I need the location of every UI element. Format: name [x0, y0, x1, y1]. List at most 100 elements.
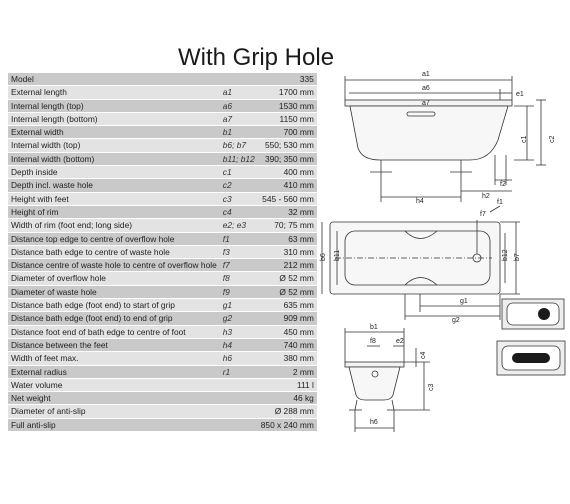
spec-row: Distance centre of waste hole to centre …: [8, 258, 317, 273]
spec-label: Distance bath edge to centre of waste ho…: [8, 245, 220, 260]
label-b1: b1: [370, 324, 378, 331]
spec-label: Height with feet: [8, 192, 220, 206]
spec-value: 111 l: [257, 378, 317, 393]
spec-label: Internal length (bottom): [8, 112, 220, 127]
spec-label: Distance bath edge (foot end) to start o…: [8, 298, 220, 313]
spec-label: External width: [8, 125, 220, 140]
spec-symbol: g1: [219, 298, 258, 313]
spec-label: Model: [8, 73, 220, 87]
label-b12: b12: [502, 249, 509, 261]
label-a1: a1: [422, 71, 430, 78]
spec-value: 310 mm: [257, 245, 317, 260]
end-section-drawing: [344, 328, 430, 432]
spec-row: Width of rim (foot end; long side)e2; e3…: [8, 218, 317, 233]
label-c4: c4: [420, 352, 427, 360]
spec-value: 46 kg: [257, 391, 317, 406]
spec-value: Ø 52 mm: [257, 271, 317, 286]
spec-value: 400 mm: [257, 165, 317, 180]
spec-value: Ø 52 mm: [257, 285, 317, 300]
spec-row: Distance bath edge (foot end) to start o…: [8, 298, 317, 313]
spec-label: Full anti-slip: [8, 418, 220, 433]
spec-value: 450 mm: [257, 325, 317, 339]
spec-value: 63 mm: [257, 232, 317, 246]
spec-value: 335: [257, 73, 317, 87]
spec-value: 410 mm: [257, 178, 317, 193]
spec-value: 635 mm: [257, 298, 317, 313]
anti-slip-round-thumbnail: [501, 298, 565, 330]
spec-value: 32 mm: [257, 205, 317, 220]
spec-label: Diameter of overflow hole: [8, 271, 220, 286]
spec-symbol: g2: [219, 311, 258, 326]
label-a6: a6: [422, 85, 430, 92]
spec-symbol: [219, 404, 258, 419]
spec-label: Internal width (top): [8, 138, 220, 153]
spec-symbol: f8: [219, 271, 258, 286]
spec-symbol: c2: [219, 178, 258, 193]
spec-label: Depth inside: [8, 165, 220, 180]
spec-label: Distance foot end of bath edge to centre…: [8, 325, 220, 339]
spec-label: External radius: [8, 365, 220, 379]
spec-row: Distance top edge to centre of overflow …: [8, 232, 317, 246]
spec-value: 1700 mm: [257, 85, 317, 100]
spec-label: Width of rim (foot end; long side): [8, 218, 220, 233]
spec-label: Width of feet max.: [8, 351, 220, 366]
label-f8: f8: [370, 338, 376, 345]
spec-value: 390; 350 mm: [257, 152, 317, 167]
label-g2: g2: [452, 317, 460, 324]
plan-view-drawing: [321, 205, 520, 320]
label-h4: h4: [416, 198, 424, 205]
spec-value: 70; 75 mm: [257, 218, 317, 233]
label-h2: h2: [482, 193, 490, 200]
spec-label: Distance bath edge (foot end) to end of …: [8, 311, 220, 326]
spec-symbol: a7: [219, 112, 258, 127]
dimension-labels: a1 a6 e1 a7 c1 c2 f2 h2 h4 f1 f7 b6 b11 …: [320, 71, 556, 426]
spec-symbol: [219, 418, 258, 433]
spec-label: Distance between the feet: [8, 338, 220, 353]
label-c1: c1: [521, 136, 528, 144]
spec-symbol: f9: [219, 285, 258, 300]
spec-symbol: f1: [219, 232, 258, 246]
spec-value: 850 x 240 mm: [257, 418, 317, 433]
spec-value: 380 mm: [257, 351, 317, 366]
spec-symbol: b11; b12: [219, 152, 258, 167]
spec-row: Model 335: [8, 73, 317, 87]
label-c2: c2: [549, 136, 556, 144]
spec-value: 700 mm: [257, 125, 317, 140]
spec-value: Ø 288 mm: [257, 404, 317, 419]
spec-symbol: [219, 391, 258, 406]
spec-symbol: c1: [219, 165, 258, 180]
spec-value: 1530 mm: [257, 99, 317, 113]
label-f2: f2: [500, 181, 506, 188]
label-h6: h6: [370, 419, 378, 426]
label-g1: g1: [460, 298, 468, 305]
spec-label: Internal length (top): [8, 99, 220, 113]
spec-symbol: a6: [219, 99, 258, 113]
spec-label: External length: [8, 85, 220, 100]
spec-label: Depth incl. waste hole: [8, 178, 220, 193]
spec-symbol: c3: [219, 192, 258, 206]
spec-symbol: r1: [219, 365, 258, 379]
spec-symbol: b1: [219, 125, 258, 140]
label-b11: b11: [334, 250, 341, 261]
spec-value: 740 mm: [257, 338, 317, 353]
spec-symbol: f7: [219, 258, 258, 273]
spec-label: Internal width (bottom): [8, 152, 220, 167]
spec-label: Distance top edge to centre of overflow …: [8, 232, 220, 246]
spec-symbol: h6: [219, 351, 258, 366]
